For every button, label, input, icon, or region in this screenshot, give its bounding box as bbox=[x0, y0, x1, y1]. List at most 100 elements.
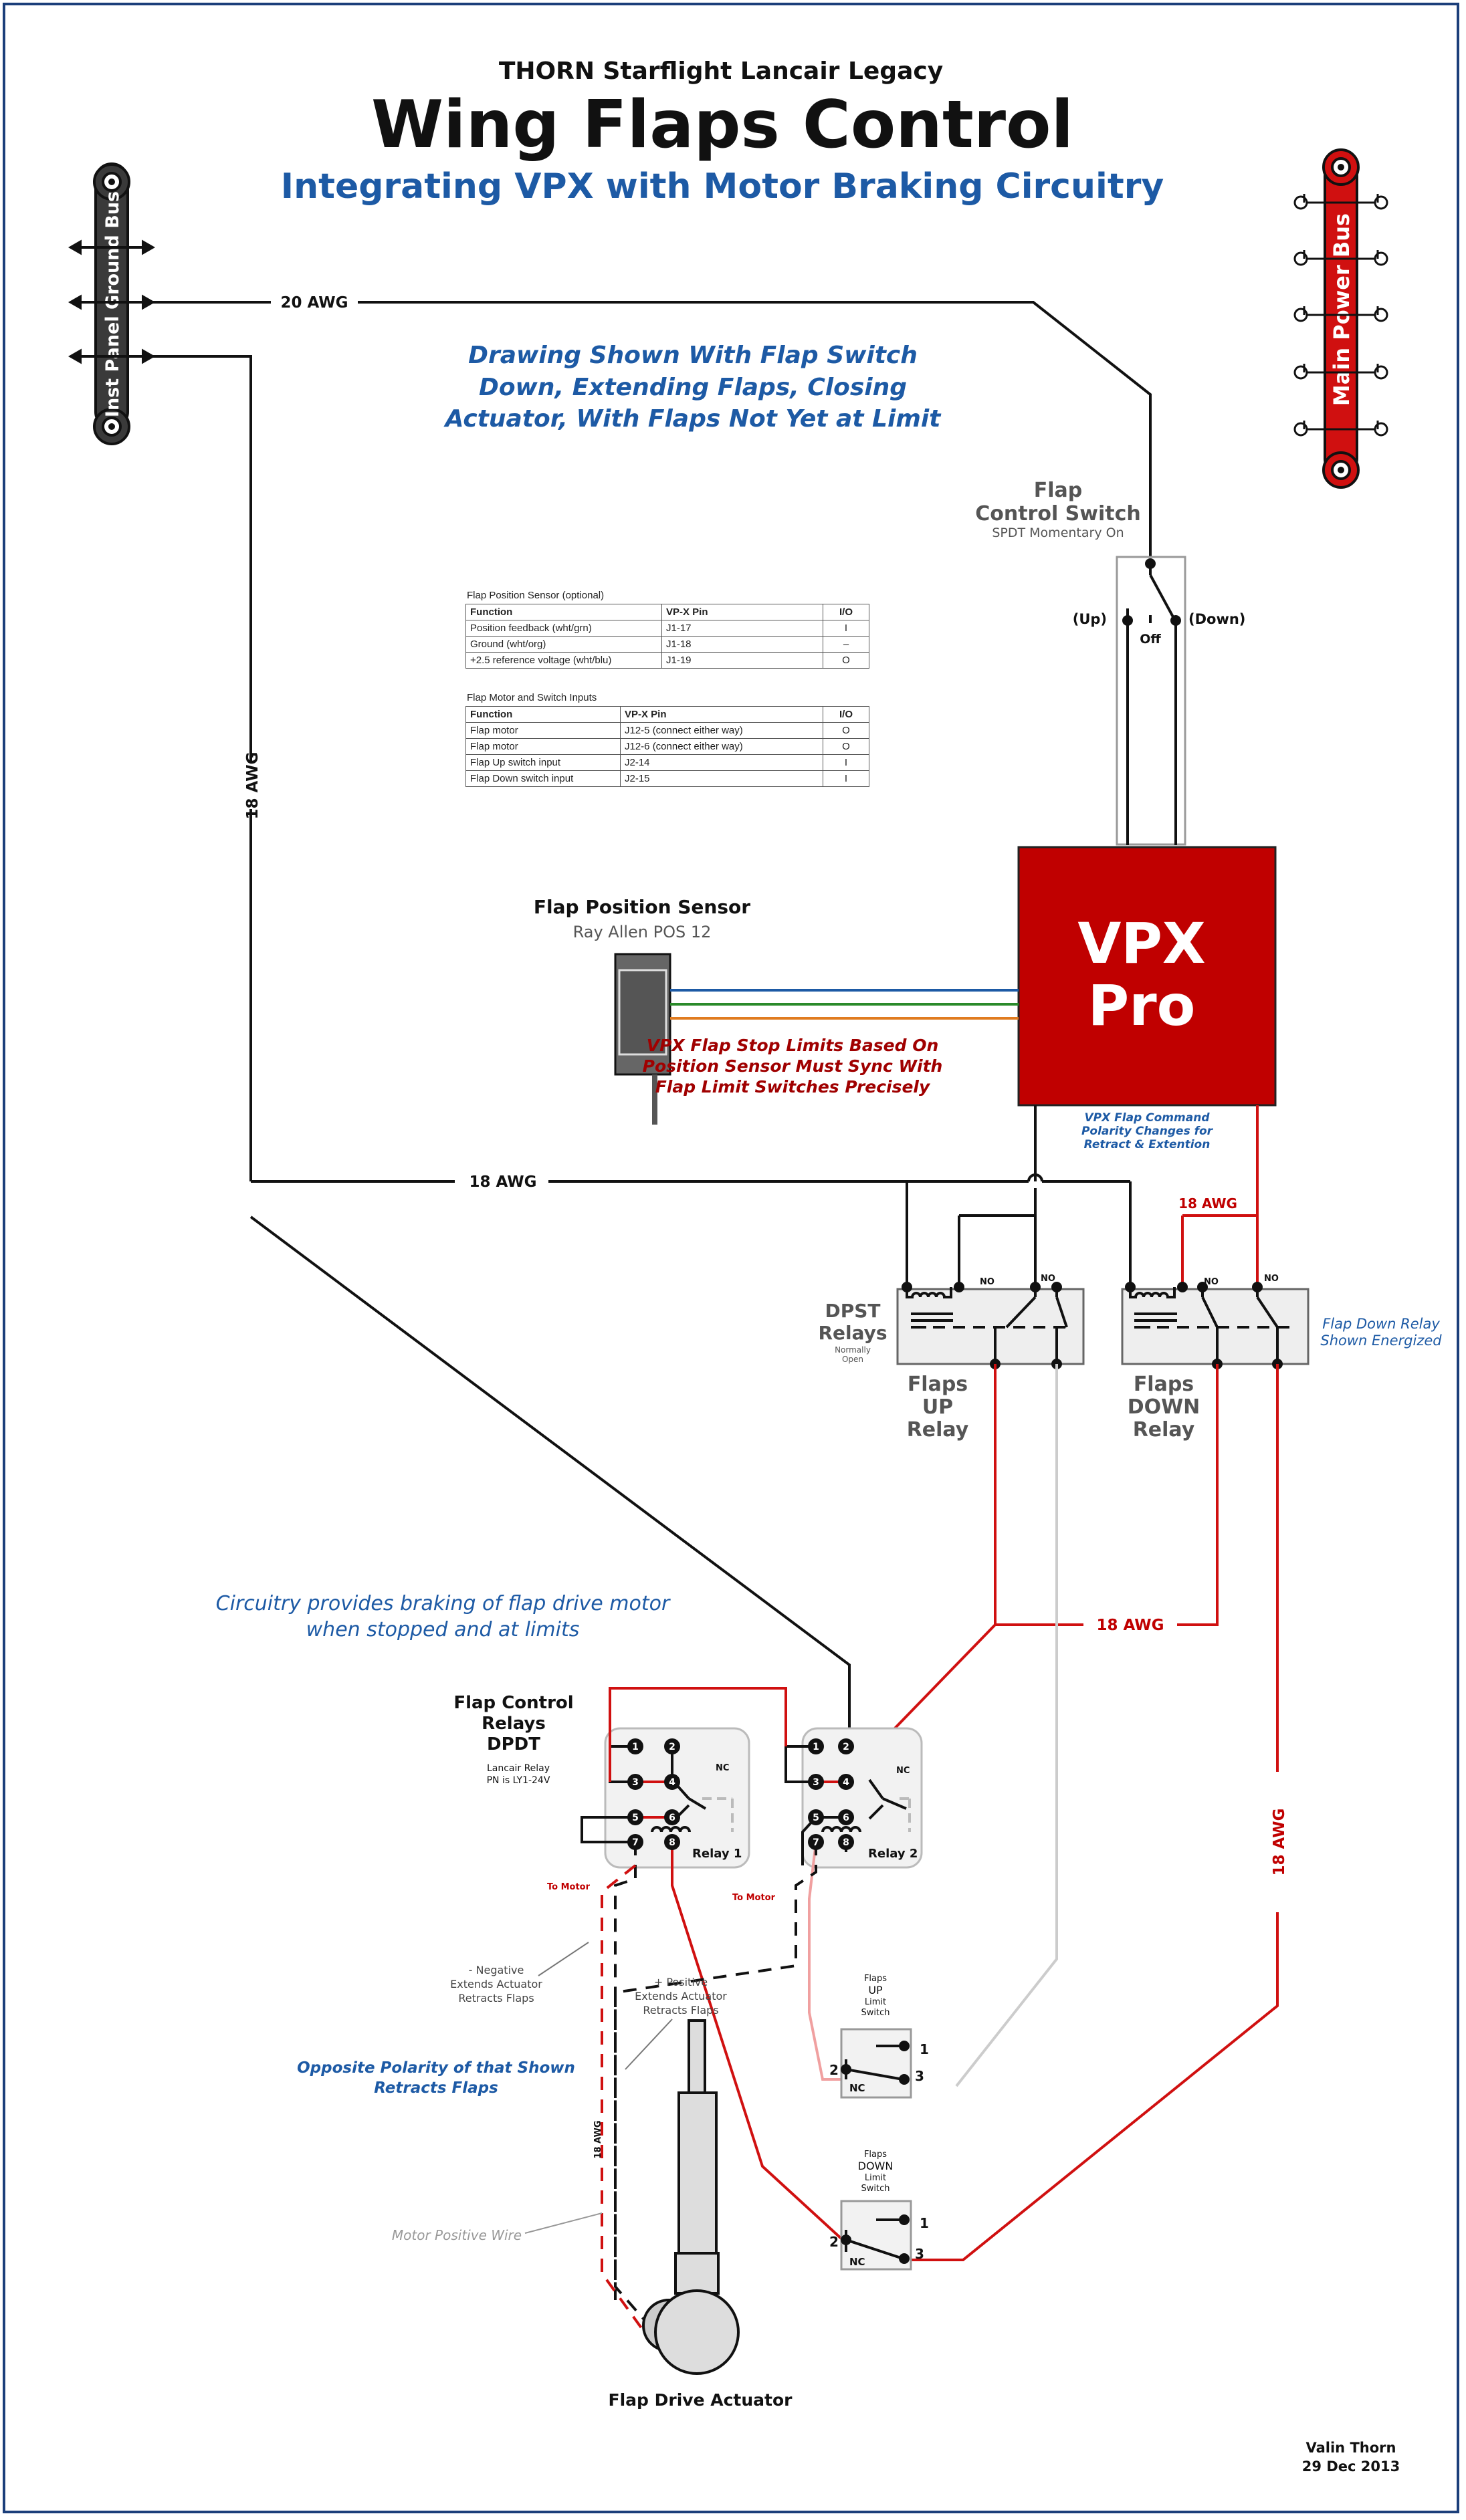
relay-label-line: Relay bbox=[907, 1418, 969, 1442]
table-cell: +2.5 reference voltage (wht/blu) bbox=[465, 652, 662, 669]
author-name: Valin Thorn bbox=[1306, 2440, 1396, 2456]
vpx-note-line: Retract & Extention bbox=[1084, 1138, 1211, 1151]
position-sensor-table: Flap Position Sensor (optional) Function… bbox=[465, 590, 869, 669]
switch-down-label: (Down) bbox=[1188, 611, 1245, 627]
pin-number: 5 bbox=[813, 1813, 819, 1823]
table-cell: I bbox=[823, 620, 869, 637]
limit-title-line: Switch bbox=[861, 2008, 890, 2018]
pin-number: 2 bbox=[843, 1742, 849, 1752]
switch-title: Flap bbox=[1034, 479, 1083, 502]
table-header: I/O bbox=[823, 604, 869, 620]
pin-number: 1 bbox=[813, 1742, 819, 1752]
control-relays-title: DPDT bbox=[487, 1734, 540, 1754]
dpst-note: Normally bbox=[835, 1345, 871, 1355]
vpx-note-line: Polarity Changes for bbox=[1081, 1125, 1214, 1138]
sensor-title: Flap Position Sensor bbox=[534, 896, 750, 918]
author-date: 29 Dec 2013 bbox=[1302, 2458, 1400, 2475]
braking-note-line: when stopped and at limits bbox=[306, 1618, 580, 1641]
table-caption: Flap Position Sensor (optional) bbox=[467, 590, 605, 601]
table-caption: Flap Motor and Switch Inputs bbox=[467, 692, 597, 703]
vpx-polarity-note: VPX Flap Command Polarity Changes for Re… bbox=[1081, 1111, 1214, 1151]
wire-label-18awg-horizontal: 18 AWG bbox=[469, 1173, 536, 1191]
opposite-note-line: Opposite Polarity of that Shown bbox=[297, 2059, 575, 2077]
sensor-note-line: Flap Limit Switches Precisely bbox=[655, 1077, 931, 1097]
sensor-sync-note: VPX Flap Stop Limits Based On Position S… bbox=[643, 1036, 943, 1097]
actuator-label: Flap Drive Actuator bbox=[609, 2390, 793, 2410]
wire-label-18awg-red: 18 AWG bbox=[1178, 1195, 1237, 1212]
pin-number: 8 bbox=[669, 1837, 675, 1848]
sensor-note-line: VPX Flap Stop Limits Based On bbox=[647, 1036, 939, 1055]
pin-number: 8 bbox=[843, 1837, 849, 1848]
limit-title-line: Flaps bbox=[864, 1974, 887, 1984]
flaps-down-relay-label: Flaps DOWN Relay bbox=[1128, 1373, 1200, 1442]
vpx-down-wires bbox=[1181, 1105, 1259, 1287]
energized-note-line: Shown Energized bbox=[1320, 1333, 1442, 1349]
switch-up-label: (Up) bbox=[1073, 611, 1107, 627]
relay1-label: Relay 1 bbox=[692, 1847, 742, 1861]
table-cell: Ground (wht/org) bbox=[465, 636, 662, 653]
limit-pin-label: 1 bbox=[920, 2041, 929, 2057]
switch-off-label: Off bbox=[1140, 632, 1161, 647]
motor-note-line: - Negative bbox=[469, 1964, 524, 1976]
relay2-label: Relay 2 bbox=[868, 1847, 918, 1861]
switch-subtitle: SPDT Momentary On bbox=[992, 526, 1124, 540]
limit-nc-label: NC bbox=[849, 2256, 865, 2268]
table-row: Flap motor J12-5 (connect either way) O bbox=[465, 722, 869, 739]
motor-negative-note: - Negative Extends Actuator Retracts Fla… bbox=[450, 1964, 542, 2004]
motor-switch-table: Flap Motor and Switch Inputs Function VP… bbox=[465, 692, 869, 787]
pin-number: 7 bbox=[632, 1837, 639, 1848]
nc-label: NC bbox=[716, 1763, 729, 1773]
control-relays-note: Lancair Relay bbox=[487, 1763, 550, 1774]
relay-label-line: Flaps bbox=[908, 1373, 968, 1396]
table-cell: I bbox=[823, 754, 869, 771]
dpst-relays: DPST Relays Normally Open bbox=[818, 1274, 1442, 1442]
control-relays-note: PN is LY1-24V bbox=[487, 1775, 550, 1786]
motor-positive-note: + Positive Extends Actuator Retracts Fla… bbox=[635, 1976, 727, 2017]
table-row: +2.5 reference voltage (wht/blu) J1-19 O bbox=[465, 652, 869, 669]
motor-note-line: Retracts Flaps bbox=[458, 1992, 534, 2004]
flaps-down-limit-switch: Flaps DOWN Limit Switch 1 2 3 NC bbox=[829, 2150, 929, 2271]
dpst-note: Open bbox=[842, 1355, 863, 1364]
ground-bus: Inst Panel Ground Bus bbox=[68, 162, 156, 445]
relay-pins: 1 2 3 4 5 6 7 8 1 2 3 4 5 6 7 8 bbox=[627, 1738, 854, 1850]
to-motor-label: To Motor bbox=[547, 1882, 591, 1892]
table-cell: J1-17 bbox=[661, 620, 823, 637]
limit-pin-label: 2 bbox=[829, 2062, 839, 2078]
down-relay-energized-note: Flap Down Relay Shown Energized bbox=[1320, 1316, 1442, 1349]
table-cell: J12-5 (connect either way) bbox=[620, 722, 823, 739]
braking-note: Circuitry provides braking of flap drive… bbox=[216, 1592, 671, 1641]
table-cell: I bbox=[823, 770, 869, 787]
vpx-note-line: VPX Flap Command bbox=[1085, 1111, 1211, 1125]
relay-label-line: UP bbox=[922, 1395, 953, 1419]
table-row: Ground (wht/org) J1-18 – bbox=[465, 636, 869, 653]
dpst-label: Relays bbox=[818, 1322, 887, 1344]
vpx-label: VPX bbox=[1077, 911, 1205, 976]
relay-label-line: DOWN bbox=[1128, 1395, 1200, 1419]
flaps-up-relay-label: Flaps UP Relay bbox=[907, 1373, 969, 1442]
table-cell: Flap Up switch input bbox=[465, 754, 621, 771]
wire-label-18awg-red: 18 AWG bbox=[1096, 1617, 1164, 1634]
braking-note-line: Circuitry provides braking of flap drive… bbox=[216, 1592, 671, 1615]
table-cell: J2-14 bbox=[620, 754, 823, 771]
ground-bus-label: Inst Panel Ground Bus bbox=[102, 191, 123, 417]
wire-label-20awg: 20 AWG bbox=[280, 294, 348, 312]
pin-number: 5 bbox=[632, 1813, 639, 1823]
limit-title-line: DOWN bbox=[858, 2160, 894, 2172]
relay-label-line: Relay bbox=[1133, 1418, 1195, 1442]
table-header: Function bbox=[465, 706, 621, 723]
ground-wires bbox=[152, 301, 1152, 1746]
drawing-note-line: Actuator, With Flaps Not Yet at Limit bbox=[443, 405, 942, 433]
pin-number: 4 bbox=[843, 1777, 849, 1788]
wire-label-18awg-red: 18 AWG bbox=[1271, 1808, 1288, 1875]
pin-number: 3 bbox=[813, 1777, 819, 1788]
table-cell: J2-15 bbox=[620, 770, 823, 787]
limit-title-line: UP bbox=[868, 1984, 883, 1996]
switch-title: Control Switch bbox=[975, 502, 1141, 526]
table-row: Position feedback (wht/grn) J1-17 I bbox=[465, 620, 869, 637]
limit-pin-label: 2 bbox=[829, 2234, 839, 2250]
opposite-note-line: Retracts Flaps bbox=[374, 2079, 498, 2097]
table-cell: J12-6 (connect either way) bbox=[620, 738, 823, 755]
drawing-note-line: Drawing Shown With Flap Switch bbox=[468, 342, 918, 369]
limit-nc-label: NC bbox=[849, 2082, 865, 2094]
sensor-subtitle: Ray Allen POS 12 bbox=[573, 923, 712, 941]
